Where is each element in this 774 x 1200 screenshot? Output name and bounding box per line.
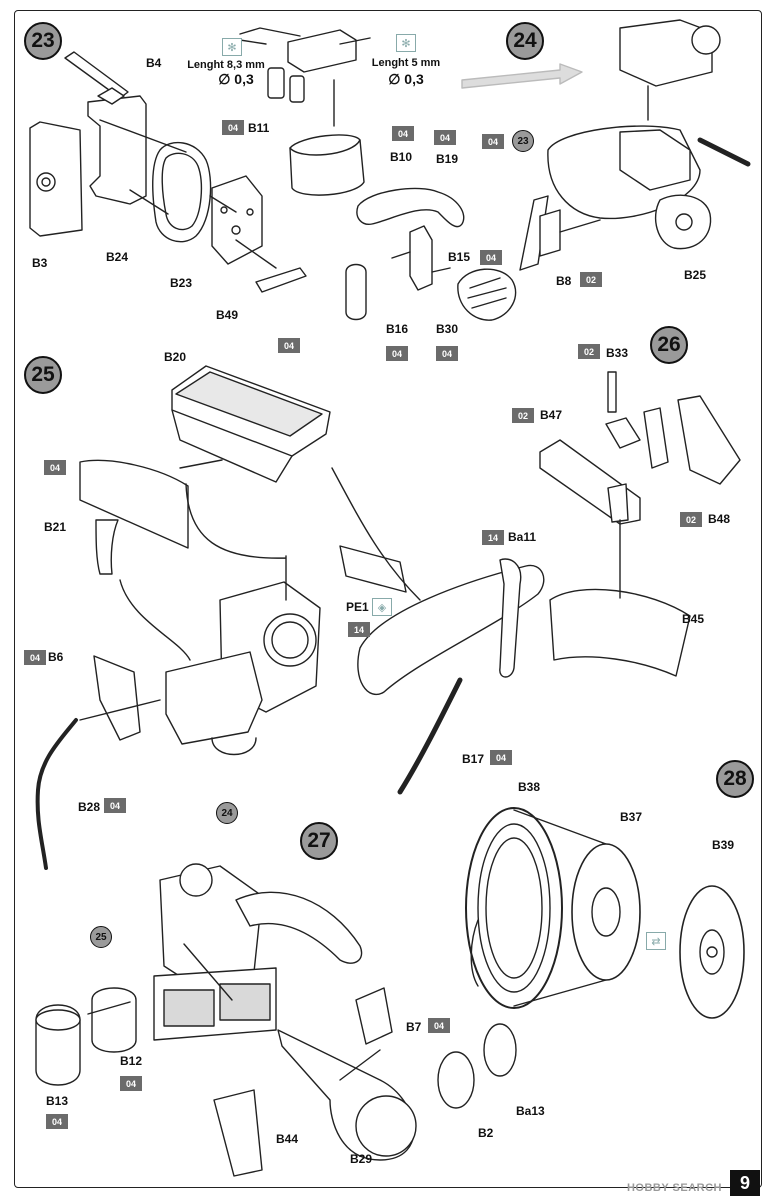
snowflake-icon: ✻ — [396, 34, 416, 52]
part-label-B45: B45 — [682, 612, 705, 626]
paint-badge: 04 — [480, 250, 502, 265]
part-label-B28: B28 — [78, 800, 101, 814]
part-label-B8: B8 — [556, 274, 572, 288]
step25-drawing — [35, 365, 545, 870]
watermark: HOBBY SEARCH — [626, 1182, 722, 1194]
part-label-B20: B20 — [164, 350, 187, 364]
part-label-Ba11: Ba11 — [508, 530, 537, 544]
paint-badge: 04 — [482, 134, 504, 149]
part-label-B47: B47 — [540, 408, 563, 422]
part-label-B39: B39 — [712, 838, 735, 852]
wire-diameter-a: ∅ 0,3 — [218, 71, 254, 87]
paint-badge: 14 — [348, 622, 370, 637]
part-label-B38: B38 — [518, 780, 541, 794]
swap-icon: ⇄ — [646, 932, 666, 950]
part-label-B25: B25 — [684, 268, 707, 282]
paint-badge: 02 — [578, 344, 600, 359]
paint-badge: 04 — [104, 798, 126, 813]
paint-badge: 04 — [386, 346, 408, 361]
step23-carburetor-drawing — [239, 27, 517, 321]
part-label-B16: B16 — [386, 322, 409, 336]
step23-drawing — [29, 51, 307, 293]
part-label-B30: B30 — [436, 322, 459, 336]
part-label-PE1: PE1 — [346, 600, 369, 614]
part-label-B3: B3 — [32, 256, 48, 270]
part-label-B13: B13 — [46, 1094, 69, 1108]
step-23-number: 23 — [24, 22, 62, 60]
part-label-B33: B33 — [606, 346, 629, 360]
ref-step-23: 23 — [512, 130, 534, 152]
paint-badge: 04 — [490, 750, 512, 765]
part-label-B11: B11 — [248, 121, 270, 135]
step24-drawing — [461, 19, 751, 271]
paint-badge: 02 — [512, 408, 534, 423]
step-27-number: 27 — [300, 822, 338, 860]
step27-drawing — [35, 863, 517, 1177]
part-label-B7: B7 — [406, 1020, 422, 1034]
paint-badge: 04 — [46, 1114, 68, 1129]
paint-badge: 04 — [44, 460, 66, 475]
ref-step-24: 24 — [216, 802, 238, 824]
part-label-B29: B29 — [350, 1152, 373, 1166]
step-24-number: 24 — [506, 22, 544, 60]
wire-length-b: Lenght 5 mm — [371, 57, 441, 69]
page-number: 9 — [730, 1170, 760, 1196]
paint-badge: 04 — [222, 120, 244, 135]
wire-diameter-b: ∅ 0,3 — [388, 71, 424, 87]
step26-drawing — [539, 371, 741, 677]
step-26-number: 26 — [650, 326, 688, 364]
part-label-B49: B49 — [216, 308, 239, 322]
part-label-B10: B10 — [390, 150, 413, 164]
snowflake-icon: ✻ — [222, 38, 242, 56]
page-frame — [14, 10, 762, 1188]
part-label-B37: B37 — [620, 810, 643, 824]
step-28-number: 28 — [716, 760, 754, 798]
paint-badge: 02 — [680, 512, 702, 527]
part-label-B44: B44 — [276, 1132, 299, 1146]
part-label-B24: B24 — [106, 250, 129, 264]
paint-badge: 14 — [482, 530, 504, 545]
paint-badge: 04 — [428, 1018, 450, 1033]
part-label-B15: B15 — [448, 250, 471, 264]
part-label-B19: B19 — [436, 152, 459, 166]
part-label-B17: B17 — [462, 752, 485, 766]
part-label-B4: B4 — [146, 56, 162, 70]
part-label-B2: B2 — [478, 1126, 494, 1140]
part-label-B12: B12 — [120, 1054, 143, 1068]
part-label-Ba13: Ba13 — [516, 1104, 545, 1118]
part-label-B6: B6 — [48, 650, 64, 664]
paint-badge: 04 — [392, 126, 414, 141]
step28-drawing — [465, 807, 745, 1019]
paint-badge: 04 — [434, 130, 456, 145]
part-label-B48: B48 — [708, 512, 731, 526]
paint-badge: 04 — [120, 1076, 142, 1091]
wire-length-a: Lenght 8,3 mm — [187, 59, 265, 71]
paint-badge: 02 — [580, 272, 602, 287]
paint-badge: 04 — [24, 650, 46, 665]
paint-badge: 04 — [278, 338, 300, 353]
paint-badge: 04 — [436, 346, 458, 361]
ref-step-25: 25 — [90, 926, 112, 948]
part-label-B21: B21 — [44, 520, 67, 534]
step-25-number: 25 — [24, 356, 62, 394]
part-label-B23: B23 — [170, 276, 193, 290]
photo-etch-icon: ◈ — [372, 598, 392, 616]
